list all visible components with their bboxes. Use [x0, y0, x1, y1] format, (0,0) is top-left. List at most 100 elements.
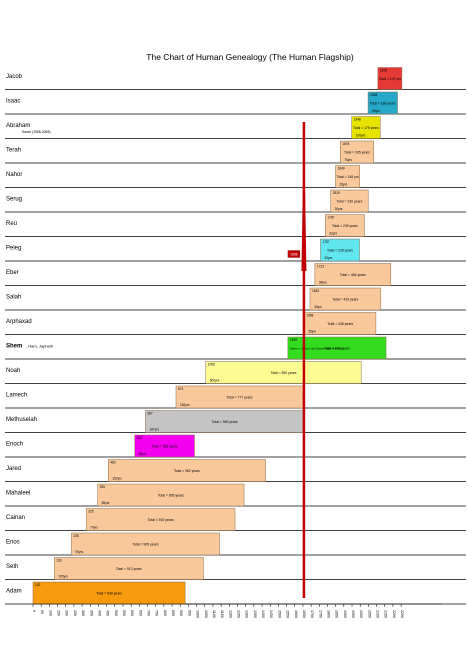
begat-age-label: 162yrs: [112, 477, 122, 481]
x-tick-label: 650: [138, 610, 142, 616]
lifespan-total-label: Total = 912 years: [116, 567, 142, 571]
birth-year-label: 1056: [208, 363, 215, 367]
lifespan-bar: [205, 361, 362, 384]
x-tick-label: 2050: [367, 610, 371, 618]
x-tick-label: 550: [122, 610, 126, 616]
birth-year-label: 1723: [317, 265, 324, 269]
x-tick-label: 600: [130, 610, 134, 616]
x-tick-label: 2150: [384, 610, 388, 618]
lifespan-bar: [134, 434, 195, 458]
x-tick-label: 250: [73, 610, 77, 616]
begat-age-label: 35yrs: [308, 330, 316, 334]
flood-marker-layer: 1656: [287, 122, 307, 598]
birth-year-label: 874: [178, 387, 184, 391]
birth-year-label: 2108: [380, 69, 387, 73]
begat-age-label: 70yrs: [344, 158, 352, 162]
lifespan-total-label: Total = 147 yrs: [379, 77, 401, 81]
lifespan-total-label: Total = 175 years: [353, 126, 379, 130]
x-tick-label: 1950: [351, 610, 355, 618]
lifespan-bar: [287, 336, 387, 360]
lifespan-total-label: Total = 777 years: [227, 396, 253, 400]
x-tick-label: 1100: [212, 610, 216, 618]
x-tick-label: 450: [106, 610, 110, 616]
lifespan-total-label: Total = 464 years: [340, 273, 366, 277]
lifespan-total-label: Total = 239 years: [327, 249, 353, 253]
x-tick-label: 1050: [204, 610, 208, 618]
begat-age-label: 90yrs: [75, 550, 83, 554]
x-tick-label: 2000: [359, 610, 363, 618]
x-tick-label: 900: [179, 610, 183, 616]
birth-year-label: 1658: [306, 314, 313, 318]
x-tick-label: 2100: [376, 610, 380, 618]
birth-year-label: 130: [35, 583, 41, 587]
lifespan-total-label: Total = 365 years: [152, 445, 178, 449]
begat-age-label: 105yrs: [58, 575, 68, 579]
begat-age-label: 32yrs: [329, 232, 337, 236]
birth-year-label: 1787: [327, 216, 334, 220]
row-name: Enos: [6, 540, 20, 546]
x-tick-label: 150: [57, 610, 61, 616]
begat-age-label: 70yrs: [90, 526, 98, 530]
x-tick-label: 0: [32, 610, 36, 612]
birth-year-label: 687: [147, 412, 153, 416]
begat-age-label: 182yrs: [180, 403, 190, 407]
x-tick-label: 1900: [343, 610, 347, 618]
lifespan-bar: [320, 238, 360, 262]
x-tick-label: 400: [97, 610, 101, 616]
begat-age-label: 30yrs: [335, 207, 343, 211]
lifespan-total-label: Total = 433 years: [332, 298, 358, 302]
lifespan-total-label: Total = 950 years: [271, 371, 297, 375]
x-tick-label: 1500: [277, 610, 281, 618]
lifespan-bar: [54, 557, 204, 580]
row-name: Reu: [6, 221, 17, 227]
lifespan-total-label: Total = 239 years: [332, 224, 358, 228]
row-name: Serug: [6, 197, 22, 203]
lifespan-bar: [309, 287, 382, 311]
begat-age-label: 30yrs: [314, 305, 322, 309]
flood-marker-box: [287, 250, 301, 258]
x-tick-label: 1000: [196, 610, 200, 618]
x-tick-label: 1550: [286, 610, 290, 618]
lifespan-total-label: Total = 148 yrs: [337, 175, 359, 179]
begat-age-label: 60yrs: [372, 109, 380, 113]
row-name: Adam: [6, 589, 22, 595]
birth-year-label: 325: [88, 510, 94, 514]
lifespan-bar: [377, 67, 403, 90]
x-tick-label: 800: [163, 610, 167, 616]
birth-year-label: 235: [73, 534, 79, 538]
row-name: Mahaleel: [6, 491, 30, 497]
birth-year-label: 1948: [354, 118, 361, 122]
lifespan-total-label: Total = 962 years: [174, 469, 200, 473]
lifespan-total-label: Total = 910 years: [148, 518, 174, 522]
lifespan-total-label: Total = 905 years: [133, 543, 159, 547]
flood-marker-label: 1656: [290, 253, 298, 257]
lifespan-bar: [330, 189, 369, 213]
lifespan-total-label: Total = 205 years: [344, 151, 370, 155]
begat-age-label: 34yrs: [319, 281, 327, 285]
x-tick-label: 300: [81, 610, 85, 616]
x-tick-label: 1450: [269, 610, 273, 618]
birth-year-label: 1819: [333, 191, 340, 195]
row-name: Salah: [6, 295, 21, 301]
row-name: Noah: [6, 368, 20, 374]
row-name: Peleg: [6, 246, 21, 252]
begat-age-label: 65yrs: [102, 501, 110, 505]
x-tick-label: 1850: [335, 610, 339, 618]
row-name: Isaac: [6, 99, 20, 105]
begat-age-label: 65yrs: [139, 452, 147, 456]
x-tick-label: 50: [40, 610, 44, 614]
